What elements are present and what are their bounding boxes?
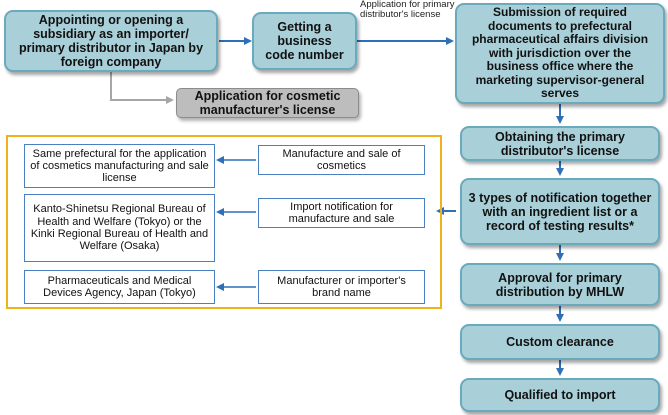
step-qualified-label: Qualified to import <box>504 388 616 402</box>
step-business-code: Getting a business code number <box>252 12 357 70</box>
notification-type-2-label: Import notification for manufacture and … <box>288 200 395 225</box>
office-2-label: Kanto-Shinetsu Regional Bureau of Health… <box>30 203 209 253</box>
step-notification: 3 types of notification together with an… <box>460 178 660 245</box>
step-submission: Submission of required documents to pref… <box>455 3 665 104</box>
office-2: Kanto-Shinetsu Regional Bureau of Health… <box>24 194 215 262</box>
notification-type-1-label: Manufacture and sale of cosmetics <box>282 147 401 172</box>
step-approval-label: Approval for primary distribution by MHL… <box>495 270 625 299</box>
step-obtaining: Obtaining the primary distributor's lice… <box>460 126 660 161</box>
step-appointing-label: Appointing or opening a subsidiary as an… <box>18 13 204 69</box>
notification-panel <box>6 135 442 309</box>
step-obtaining-label: Obtaining the primary distributor's lice… <box>495 129 625 158</box>
step-appointing: Appointing or opening a subsidiary as an… <box>4 10 218 72</box>
application-note: Application for primary distributor's li… <box>360 0 456 21</box>
step-notification-label: 3 types of notification together with an… <box>468 190 652 233</box>
notification-type-2: Import notification for manufacture and … <box>258 198 425 228</box>
step-cosmetic-license: Application for cosmetic manufacturer's … <box>176 88 359 118</box>
step-submission-label: Submission of required documents to pref… <box>471 5 649 101</box>
step-custom-clearance-label: Custom clearance <box>506 335 614 349</box>
application-note-label: Application for primary distributor's li… <box>360 0 455 21</box>
notification-type-3-label: Manufacturer or importer's brand name <box>277 274 406 299</box>
office-1: Same prefectural for the application of … <box>24 144 215 188</box>
step-qualified: Qualified to import <box>460 378 660 412</box>
notification-type-3: Manufacturer or importer's brand name <box>258 270 425 304</box>
step-approval: Approval for primary distribution by MHL… <box>460 263 660 306</box>
step-business-code-label: Getting a business code number <box>265 20 344 62</box>
step-custom-clearance: Custom clearance <box>460 324 660 360</box>
arrow-appointing-to-cosmetic <box>110 72 174 104</box>
notification-type-1: Manufacture and sale of cosmetics <box>258 145 425 175</box>
office-3: Pharmaceuticals and Medical Devices Agen… <box>24 270 215 304</box>
step-cosmetic-license-label: Application for cosmetic manufacturer's … <box>194 89 341 117</box>
office-1-label: Same prefectural for the application of … <box>30 147 209 185</box>
office-3-label: Pharmaceuticals and Medical Devices Agen… <box>43 274 196 299</box>
